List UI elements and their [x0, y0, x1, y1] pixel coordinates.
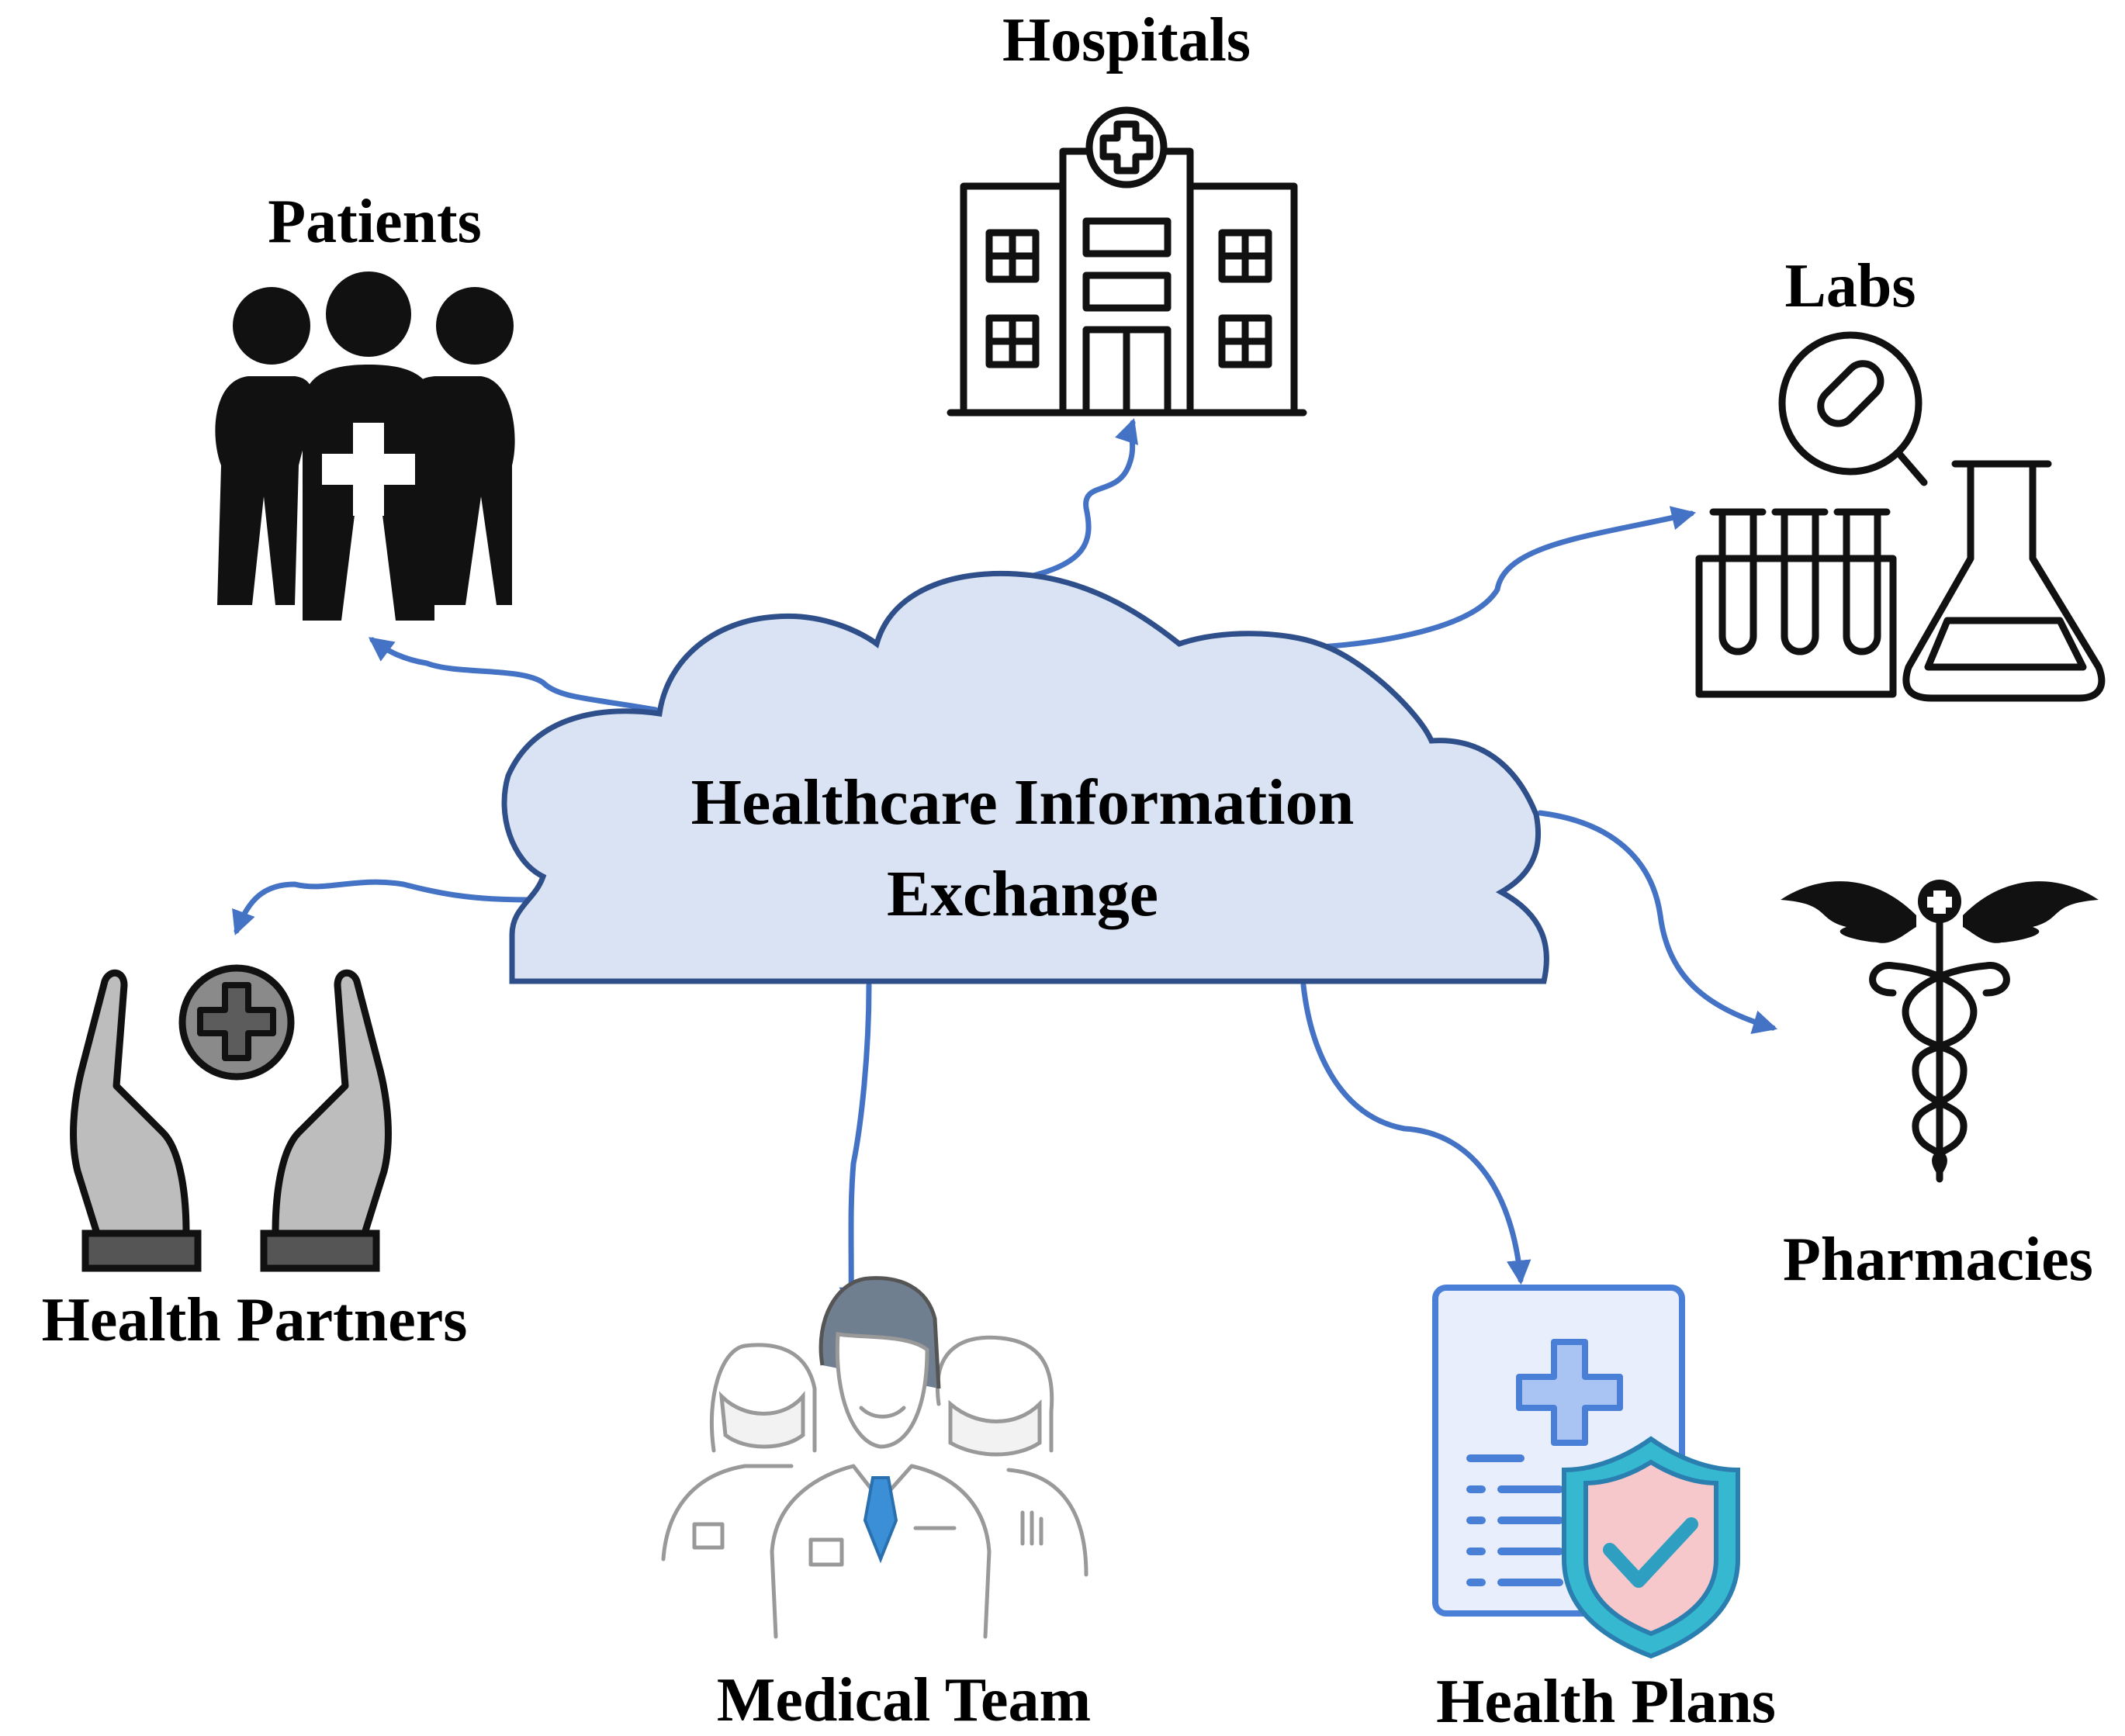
patient-group-icon: [215, 271, 515, 621]
caring-hands-icon: [70, 964, 392, 1272]
node-health-partners: Health Partners: [42, 964, 468, 1354]
label-health-plans: Health Plans: [1436, 1668, 1776, 1736]
label-pharmacies: Pharmacies: [1783, 1226, 2093, 1294]
center-title-line2: Exchange: [887, 858, 1158, 930]
node-medical-team: Medical Team: [661, 1276, 1091, 1734]
center-title-line1: Healthcare Information: [691, 766, 1355, 839]
arrow-to-medical-team: [839, 982, 872, 1312]
label-medical-team: Medical Team: [717, 1666, 1091, 1734]
connector-arrows: [232, 418, 1778, 1312]
arrow-to-patients: [368, 637, 659, 713]
arrow-to-health-plans: [1300, 982, 1531, 1285]
node-labs: Labs: [1695, 252, 2106, 702]
hie-cloud: Healthcare Information Exchange: [501, 570, 1549, 984]
node-hospitals: Hospitals: [947, 6, 1307, 417]
arrow-to-health-partners: [232, 879, 531, 935]
label-hospitals: Hospitals: [1002, 6, 1251, 74]
label-health-partners: Health Partners: [42, 1286, 468, 1354]
label-labs: Labs: [1785, 252, 1916, 320]
node-pharmacies: Pharmacies: [1781, 880, 2099, 1294]
arrow-to-labs: [1304, 506, 1697, 651]
node-health-plans: Health Plans: [1432, 1285, 1776, 1736]
arrow-to-pharmacies: [1537, 810, 1778, 1034]
medical-staff-icon: [661, 1276, 1088, 1639]
insurance-document-icon: [1432, 1285, 1740, 1659]
label-patients: Patients: [268, 188, 482, 256]
node-patients: Patients: [215, 188, 515, 621]
cloud-shape: [501, 570, 1549, 984]
caduceus-icon: [1781, 880, 2099, 1183]
hospital-building-icon: [947, 106, 1307, 417]
lab-equipment-icon: [1695, 331, 2106, 702]
arrow-to-hospitals: [1009, 418, 1138, 583]
